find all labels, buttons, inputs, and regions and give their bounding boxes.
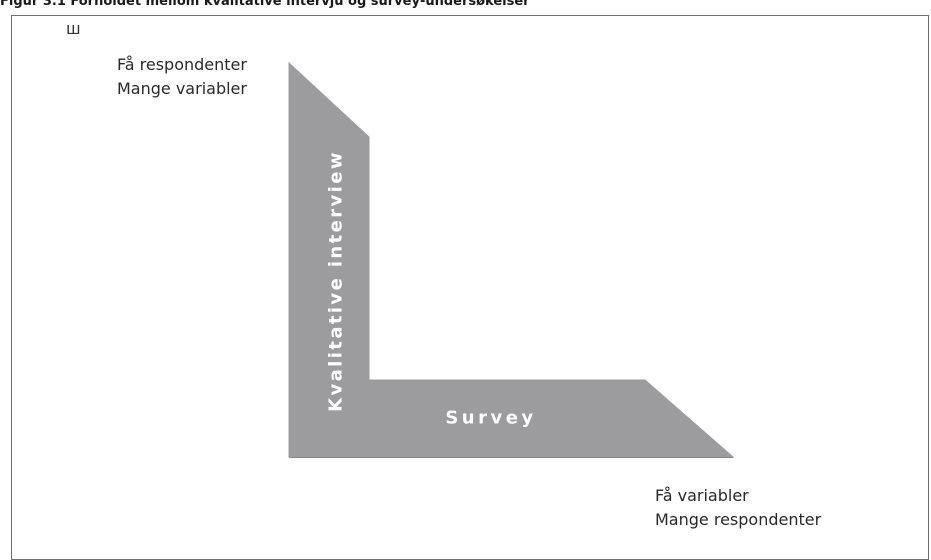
bottom-right-label-line1: Få variabler [655,486,749,505]
figure-heading-text: Figur 3.1 Forholdet mellom kvalitative i… [0,0,530,8]
bottom-right-label-line2: Mange respondenter [655,510,822,529]
bottom-right-label: Få variabler Mange respondenter [655,484,821,532]
kvalitative-interview-label: Kvalitative interview [326,150,347,412]
figure-heading: Figur 3.1 Forholdet mellom kvalitative i… [0,0,931,8]
corner-glyph: ш [66,19,81,38]
top-left-label-line2: Mange variabler [117,79,247,98]
survey-label: Survey [445,408,536,429]
l-shape [288,61,735,458]
top-left-label: Få respondenter Mange variabler [117,53,247,101]
top-left-label-line1: Få respondenter [117,55,247,74]
